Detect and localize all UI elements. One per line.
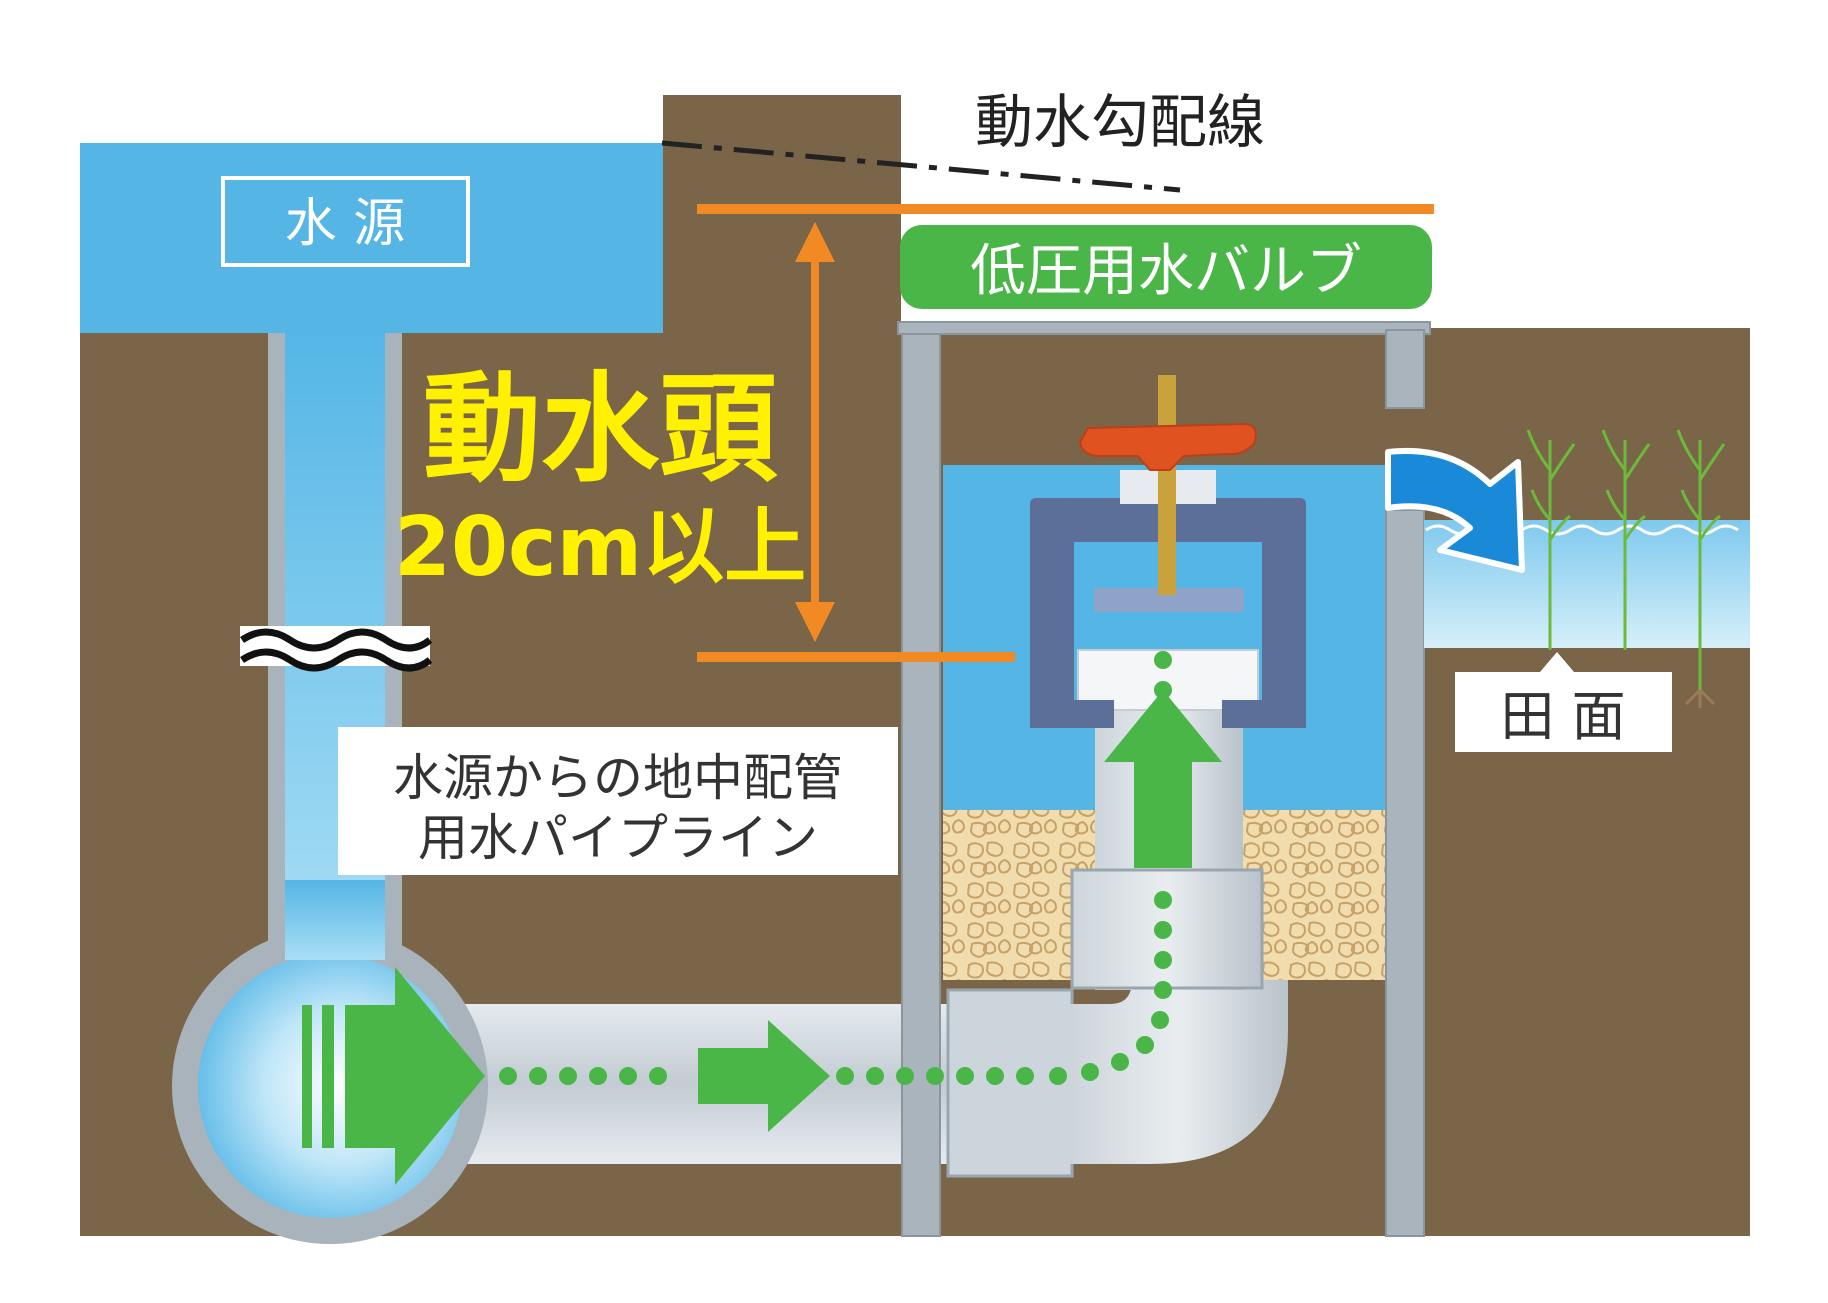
valve-name-label: 低圧用水バルブ: [900, 225, 1432, 309]
flow-dots: [499, 651, 1172, 1085]
wave-break-icon: [240, 626, 433, 672]
field-surface-label: 田 面: [1455, 652, 1672, 752]
flow-arrow-icon: [302, 690, 1222, 1185]
head-value-text: 20cm以上: [394, 500, 806, 595]
head-markers: [697, 204, 1434, 662]
field-surface-text: 田 面: [1500, 685, 1625, 748]
pipeline-caption-line2: 用水パイプライン: [418, 809, 818, 867]
hydraulic-gradient-text: 動水勾配線: [975, 88, 1265, 156]
rice-plant-icon: [1526, 429, 1726, 708]
outflow-arrow-icon: [1385, 447, 1525, 573]
head-title-text: 動水頭: [423, 360, 778, 498]
valve-handle-icon: [1078, 422, 1257, 471]
water-source-label: 水 源: [221, 176, 470, 267]
water-source-text: 水 源: [285, 194, 406, 254]
pipeline-caption-line1: 水源からの地中配管: [393, 749, 843, 807]
hydraulic-gradient-line: [661, 140, 1181, 193]
valve-name-text: 低圧用水バルブ: [970, 239, 1362, 304]
pipeline-caption: 水源からの地中配管 用水パイプライン: [338, 727, 898, 875]
